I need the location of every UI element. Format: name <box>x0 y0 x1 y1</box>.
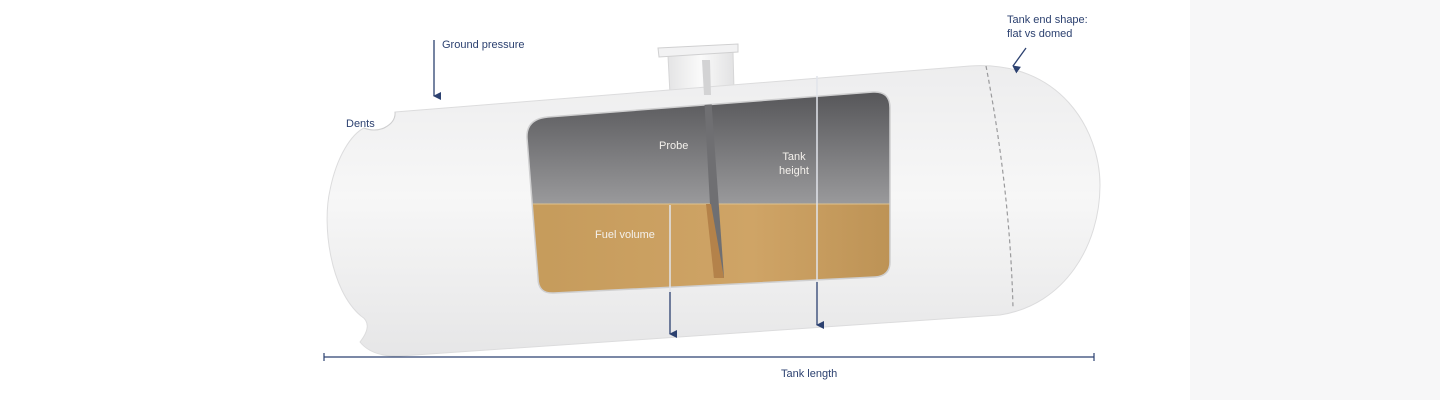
tank-end-seam <box>985 65 1014 309</box>
probe-stem <box>702 60 711 95</box>
tank-height-label-line1: Tank <box>782 151 806 163</box>
tank-length-label: Tank length <box>781 368 838 380</box>
probe-label: Probe <box>659 140 689 152</box>
tank-height-label-line2: height <box>779 165 809 177</box>
side-panel-background <box>1190 0 1440 400</box>
tank-end-shape-arrow <box>1012 47 1027 74</box>
tank-end-shape-label-line1: Tank end shape: <box>1007 14 1088 26</box>
tank-length-dimension <box>323 353 1095 361</box>
cutaway-window-frame <box>526 91 891 294</box>
fuel-volume-label: Fuel volume <box>595 229 655 241</box>
probe <box>704 95 724 278</box>
ground-pressure-label: Ground pressure <box>442 39 525 51</box>
tank-end-shape-label-line2: flat vs domed <box>1007 28 1073 40</box>
dent-notch <box>363 111 396 131</box>
dents-label: Dents <box>346 118 375 130</box>
